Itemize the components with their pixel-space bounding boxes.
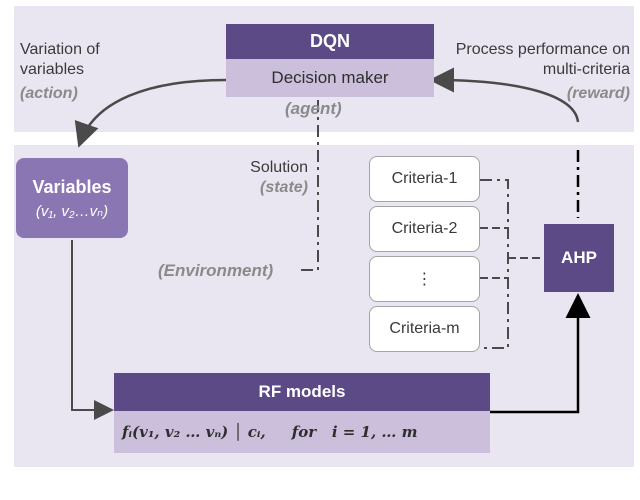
rf-to-ahp-arrow bbox=[490, 293, 591, 414]
criteria-bracket bbox=[480, 179, 509, 349]
reward-arrow bbox=[429, 67, 580, 123]
dqn-title: DQN bbox=[226, 24, 434, 59]
reward-label: Process performance on multi-criteria (r… bbox=[455, 41, 630, 102]
variables-formula: (v₁, v₂…vₙ) bbox=[35, 202, 109, 220]
decision-maker-box: Decision maker bbox=[226, 59, 434, 97]
variables-box: Variables (v₁, v₂…vₙ) bbox=[16, 158, 128, 238]
rf-models-title: RF models bbox=[114, 373, 490, 411]
agent-label: (agent) bbox=[285, 99, 342, 118]
criteria-box-1: Criteria-1 bbox=[369, 156, 480, 202]
criteria-box-ellipsis: ⋮ bbox=[369, 256, 480, 302]
criteria-box-m: Criteria-m bbox=[369, 306, 480, 352]
rf-models-formula-box: fᵢ(v₁, v₂ … vₙ) │ cᵢ, for i = 1, … m bbox=[114, 411, 490, 453]
environment-label: (Environment) bbox=[158, 261, 274, 280]
criteria-box-2: Criteria-2 bbox=[369, 206, 480, 252]
ahp-box: AHP bbox=[544, 224, 614, 292]
variables-title: Variables bbox=[32, 176, 112, 197]
action-label: Variation of variables (action) bbox=[20, 41, 100, 102]
variables-to-rf-arrow bbox=[71, 240, 114, 420]
action-arrow bbox=[74, 78, 227, 148]
rf-formula: fᵢ(v₁, v₂ … vₙ) │ cᵢ, for i = 1, … m bbox=[122, 423, 418, 441]
state-link bbox=[296, 100, 319, 271]
state-label: Solution (state) bbox=[250, 159, 308, 196]
